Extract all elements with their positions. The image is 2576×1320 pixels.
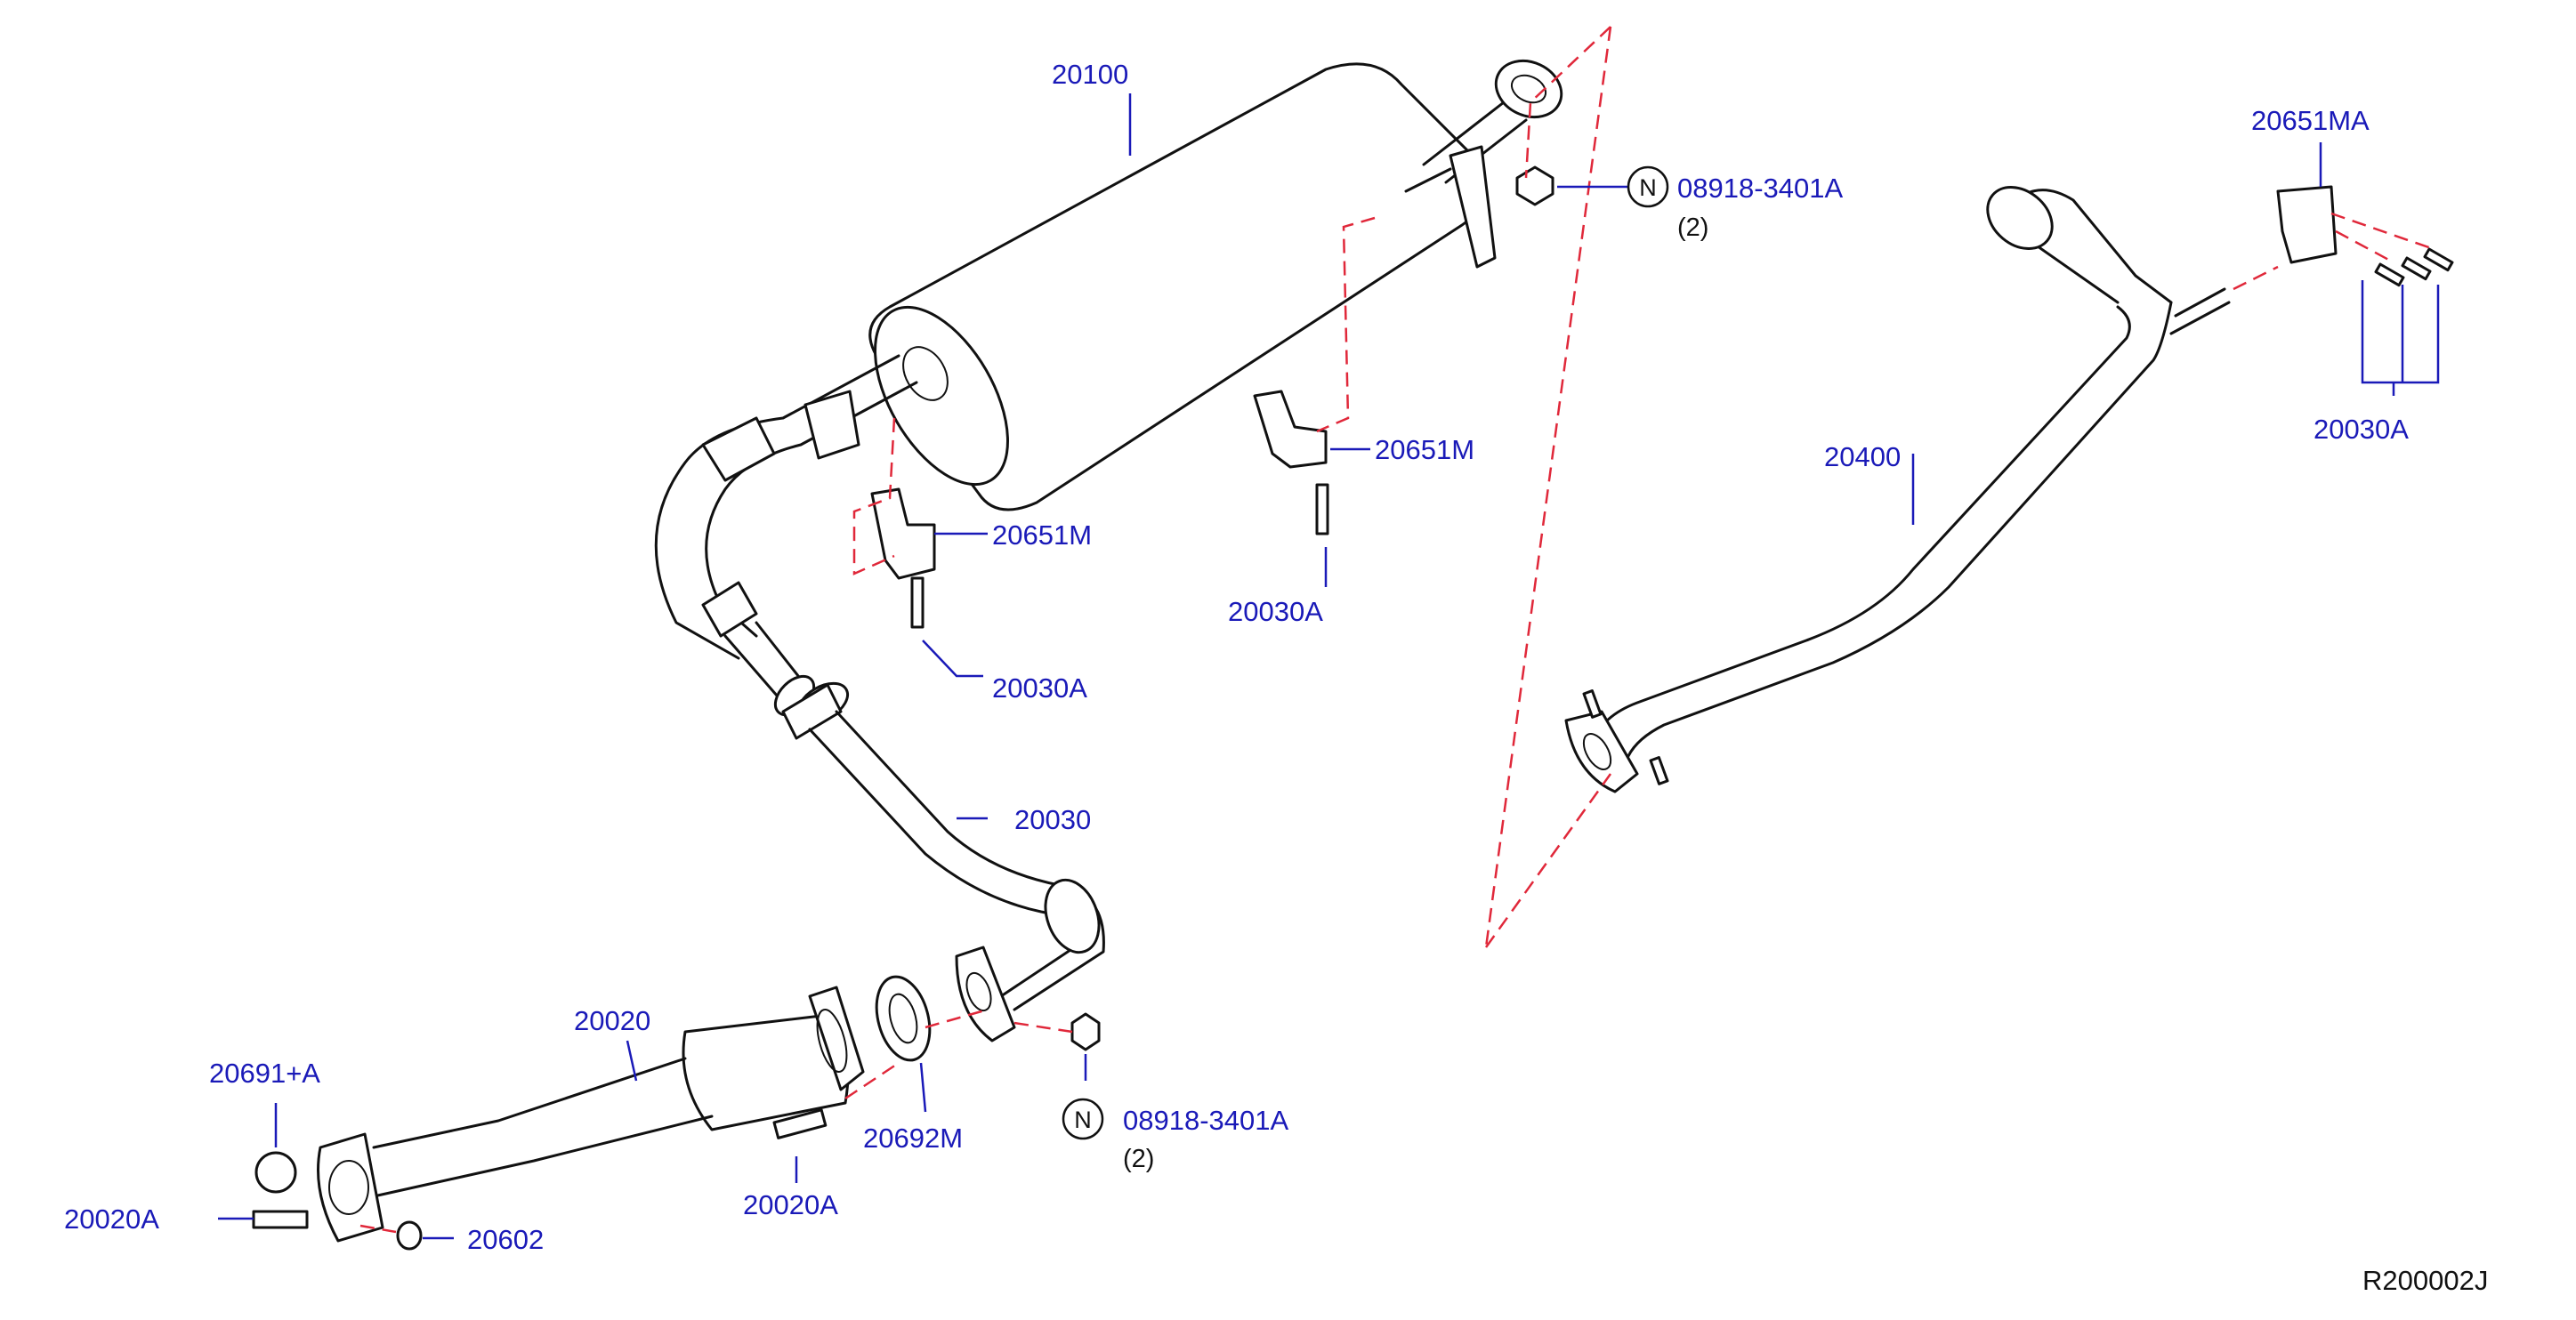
label-nut-lower-code: 08918-3401A [1123, 1105, 1288, 1136]
label-tail-tube: 20400 [1824, 441, 1901, 472]
label-gasket: 20692M [863, 1123, 963, 1154]
label-bolt-upper: 20030A [1228, 596, 1323, 627]
label-nut-upper-qty: (2) [1677, 213, 1708, 242]
label-mount-rear: 20651MA [2251, 105, 2370, 136]
label-nut-upper-code: 08918-3401A [1677, 173, 1843, 204]
label-stud-right: 20020A [743, 1189, 838, 1220]
n-upper-letter: N [1639, 174, 1657, 201]
gasket-part [875, 975, 932, 1062]
label-bolt-left: 20030A [992, 672, 1087, 704]
assembly-dashed-lines [359, 26, 2435, 1234]
catalytic-converter-part [317, 986, 865, 1243]
label-center-tube: 20030 [1014, 804, 1091, 835]
main-muffler-part [654, 59, 1563, 717]
center-tube-part [781, 681, 1105, 1042]
n-marker-upper: N [1627, 165, 1669, 208]
label-stud-left: 20020A [64, 1203, 159, 1235]
label-nut-small: 20602 [467, 1224, 544, 1255]
label-bolt-rear: 20030A [2314, 414, 2409, 445]
label-muffler-20100: 20100 [1052, 59, 1128, 90]
n-marker-lower: N [1062, 1098, 1104, 1140]
label-nut-lower-qty: (2) [1123, 1145, 1154, 1173]
label-mount-upper: 20651M [1375, 434, 1474, 465]
reference-code: R200002J [2362, 1265, 2488, 1296]
label-cat-converter: 20020 [574, 1005, 650, 1036]
label-mount-left: 20651M [992, 519, 1092, 551]
label-seal-ring: 20691+A [209, 1058, 320, 1089]
fastener-parts [252, 165, 2454, 1251]
tail-tube-part [1564, 186, 2231, 793]
n-lower-letter: N [1074, 1107, 1092, 1133]
leader-lines [218, 93, 2440, 1240]
